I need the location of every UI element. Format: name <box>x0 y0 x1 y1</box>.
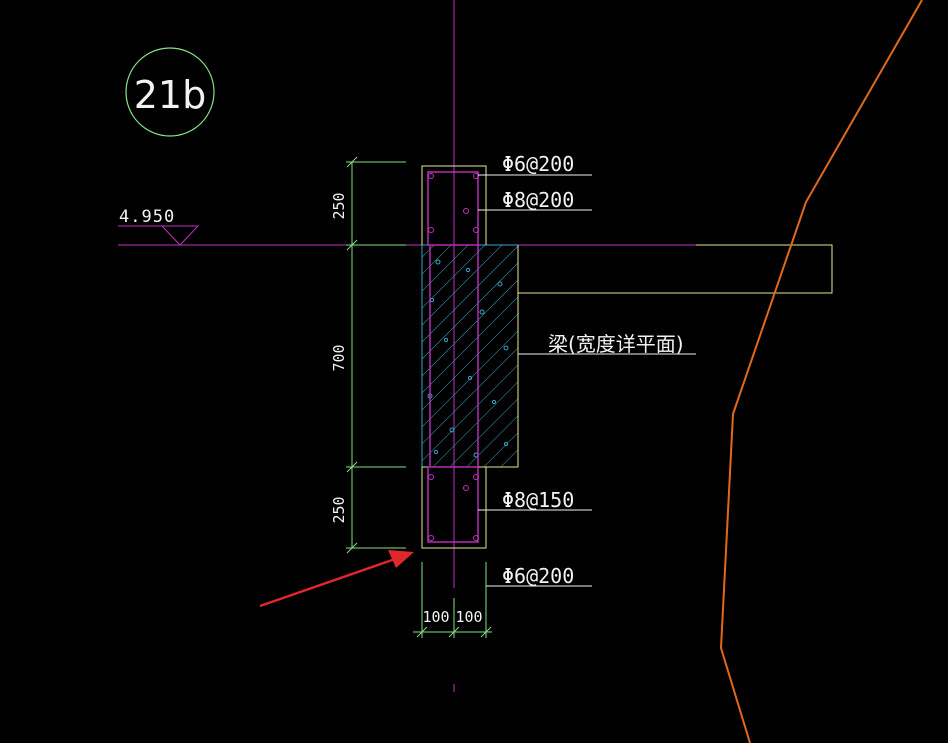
annotation-arrow <box>259 550 414 608</box>
level-triangle <box>160 225 200 246</box>
vertical-dimension-texts: 250 700 250 <box>330 192 348 523</box>
label-top-stirrup: Φ6@200 <box>502 152 574 176</box>
label-bottom-bar: Φ8@150 <box>502 488 574 512</box>
concrete-aggregate-marks <box>427 259 509 458</box>
dim-middle: 700 <box>330 344 348 371</box>
beam-note: 梁(宽度详平面) <box>548 332 684 356</box>
dim-top: 250 <box>330 192 348 219</box>
beam-section-hatch <box>421 244 519 468</box>
level-marker: 4.950 <box>118 207 200 246</box>
rebar-dots <box>428 173 479 541</box>
detail-circle <box>125 47 215 137</box>
horizontal-dimension-texts: 100 100 <box>422 608 482 626</box>
horizontal-dimension-chain <box>413 562 492 638</box>
label-top-bar: Φ8@200 <box>502 188 574 212</box>
vertical-dimension-chain <box>346 156 406 554</box>
boundary-polyline <box>719 0 923 743</box>
label-bottom-stirrup: Φ6@200 <box>502 564 574 588</box>
rebar-labels: Φ6@200 Φ8@200 Φ8@150 Φ6@200 梁(宽度详平面) <box>502 152 684 588</box>
detail-label: 21b <box>134 73 206 117</box>
dim-bottom: 250 <box>330 496 348 523</box>
slab-outline <box>518 244 833 294</box>
level-value: 4.950 <box>119 207 175 227</box>
detail-marker: 21b <box>125 47 215 137</box>
rebar-stirrups <box>427 171 479 543</box>
dim-right: 100 <box>455 608 482 626</box>
dim-left: 100 <box>422 608 449 626</box>
rebar-leaders <box>478 174 696 587</box>
